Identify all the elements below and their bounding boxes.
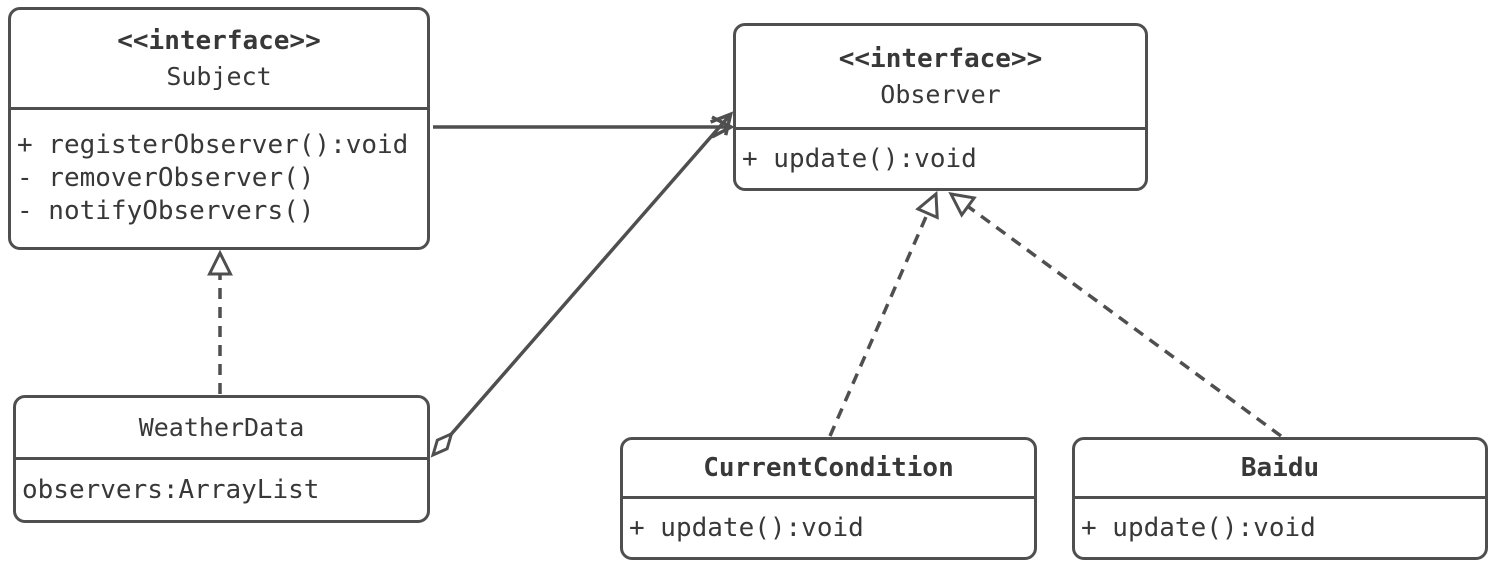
aggregation-weatherdata-observer: [430, 111, 734, 458]
class-box-baidu: Baidu + update():void: [1072, 437, 1488, 560]
class-members-observer: + update():void: [736, 130, 1145, 188]
member-row: + update():void: [742, 143, 977, 174]
class-members-baidu: + update():void: [1075, 499, 1485, 557]
class-header-observer: <<interface>> Observer: [736, 26, 1145, 130]
class-name: Subject: [166, 61, 272, 91]
class-members-currentcondition: + update():void: [623, 499, 1034, 557]
member-row: + update():void: [1081, 512, 1316, 543]
class-header-subject: <<interface>> Subject: [11, 10, 427, 110]
class-box-weatherdata: WeatherData observers:ArrayList: [13, 395, 430, 523]
realization-currentcondition-observer: [828, 190, 939, 437]
member-row: + registerObserver():void: [17, 130, 409, 160]
class-name: WeatherData: [138, 412, 305, 442]
class-box-currentcondition: CurrentCondition + update():void: [620, 437, 1037, 560]
realization-baidu-observer: [948, 192, 1283, 438]
class-box-observer: <<interface>> Observer + update():void: [733, 23, 1148, 191]
class-members-weatherdata: observers:ArrayList: [16, 460, 427, 520]
class-header-weatherdata: WeatherData: [16, 398, 427, 460]
member-row: - removerObserver(): [17, 163, 315, 193]
member-row: - notifyObservers(): [17, 196, 315, 226]
class-name: Baidu: [1240, 453, 1320, 483]
class-members-subject: + registerObserver():void - removerObser…: [11, 110, 427, 247]
member-row: observers:ArrayList: [22, 474, 320, 505]
class-name: Observer: [880, 79, 1001, 109]
class-box-subject: <<interface>> Subject + registerObserver…: [8, 7, 430, 250]
member-row: + update():void: [629, 512, 864, 543]
class-name: CurrentCondition: [703, 453, 954, 483]
stereotype-label: <<interface>>: [117, 25, 321, 56]
class-header-currentcondition: CurrentCondition: [623, 440, 1034, 499]
class-header-baidu: Baidu: [1075, 440, 1485, 499]
stereotype-label: <<interface>>: [838, 43, 1043, 74]
